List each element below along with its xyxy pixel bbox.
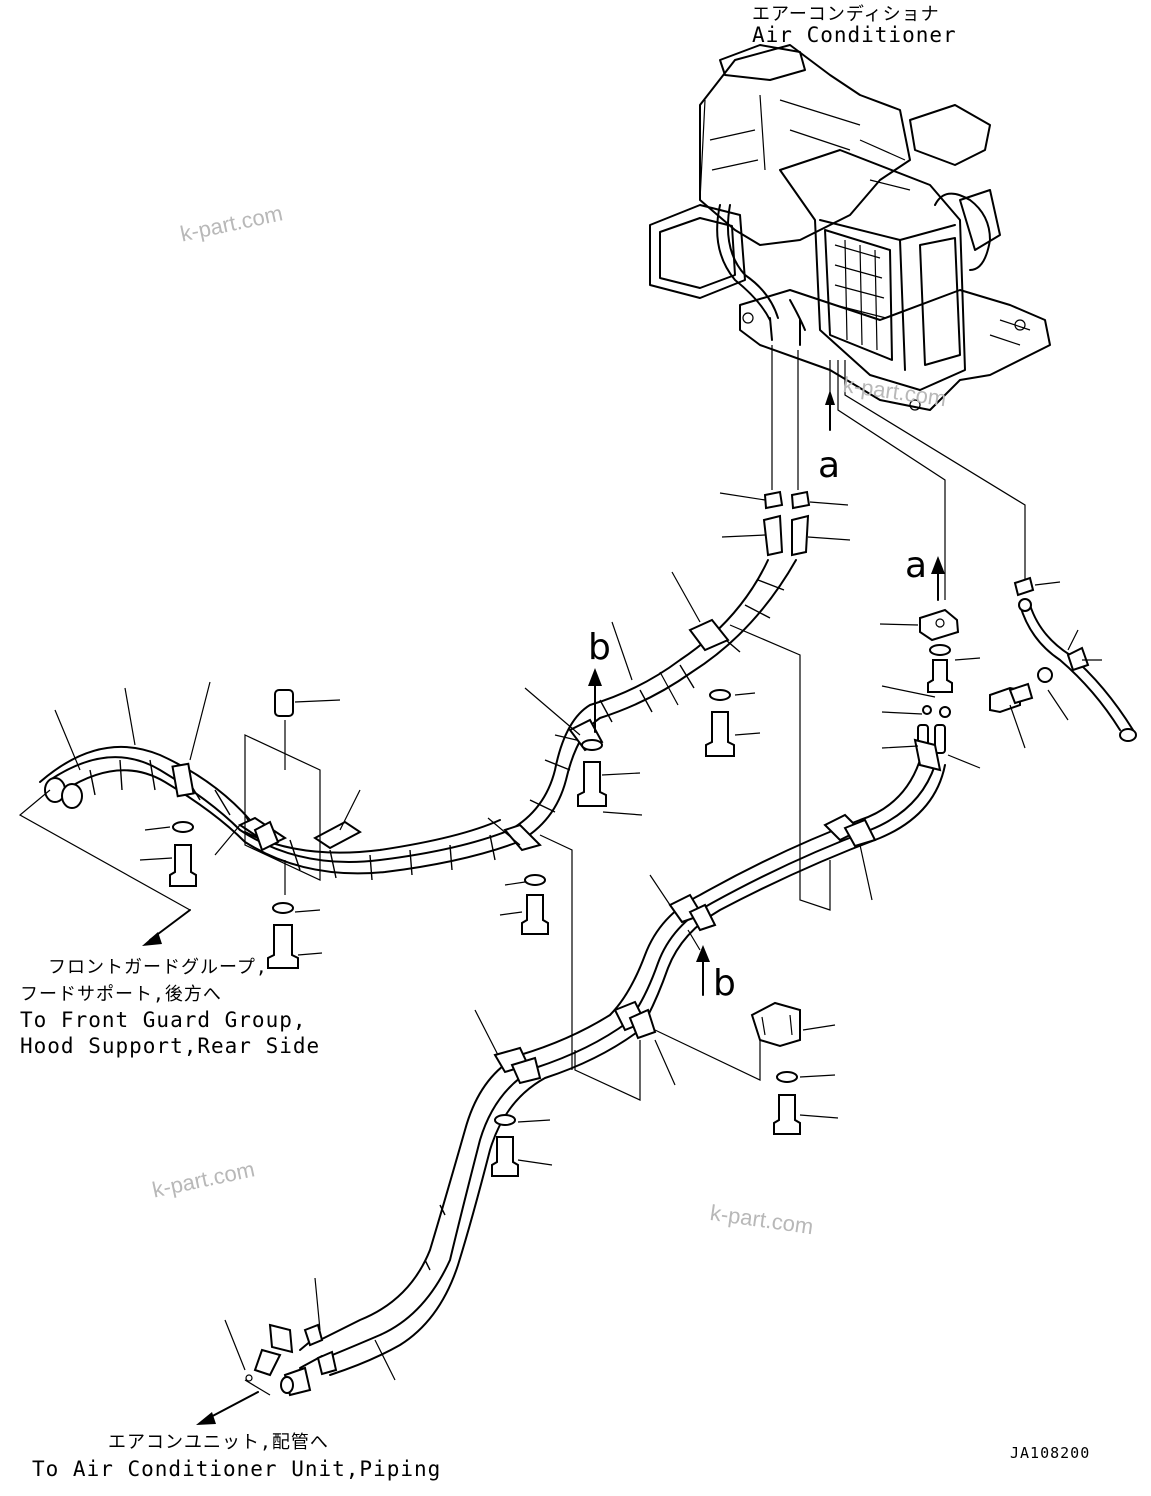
hose-lower-route — [245, 705, 951, 1397]
hose-fittings-top — [719, 490, 851, 557]
unit-piping-label-jp: エアコンユニット,配管へ — [108, 1432, 329, 1453]
air-conditioner-label-jp: エアーコンディショナ — [752, 4, 940, 25]
air-conditioner-unit — [649, 44, 1051, 411]
reference-b-lower: b — [713, 963, 736, 1004]
front-guard-label-en-1: To Front Guard Group, — [20, 1008, 307, 1032]
reference-a-upper: a — [818, 445, 841, 486]
reference-a-lower: a — [905, 545, 928, 586]
front-guard-label-jp-2: フードサポート,後方へ — [20, 984, 222, 1005]
unit-piping-label-en: To Air Conditioner Unit,Piping — [32, 1457, 442, 1481]
reference-b-upper: b — [588, 627, 611, 668]
drawing-code: JA108200 — [1010, 1444, 1091, 1462]
front-guard-label-jp-1: フロントガードグループ, — [48, 957, 268, 978]
front-guard-label-en-2: Hood Support,Rear Side — [20, 1034, 321, 1058]
hose-upper-route — [39, 559, 797, 881]
air-conditioner-label-en: Air Conditioner — [752, 23, 957, 47]
